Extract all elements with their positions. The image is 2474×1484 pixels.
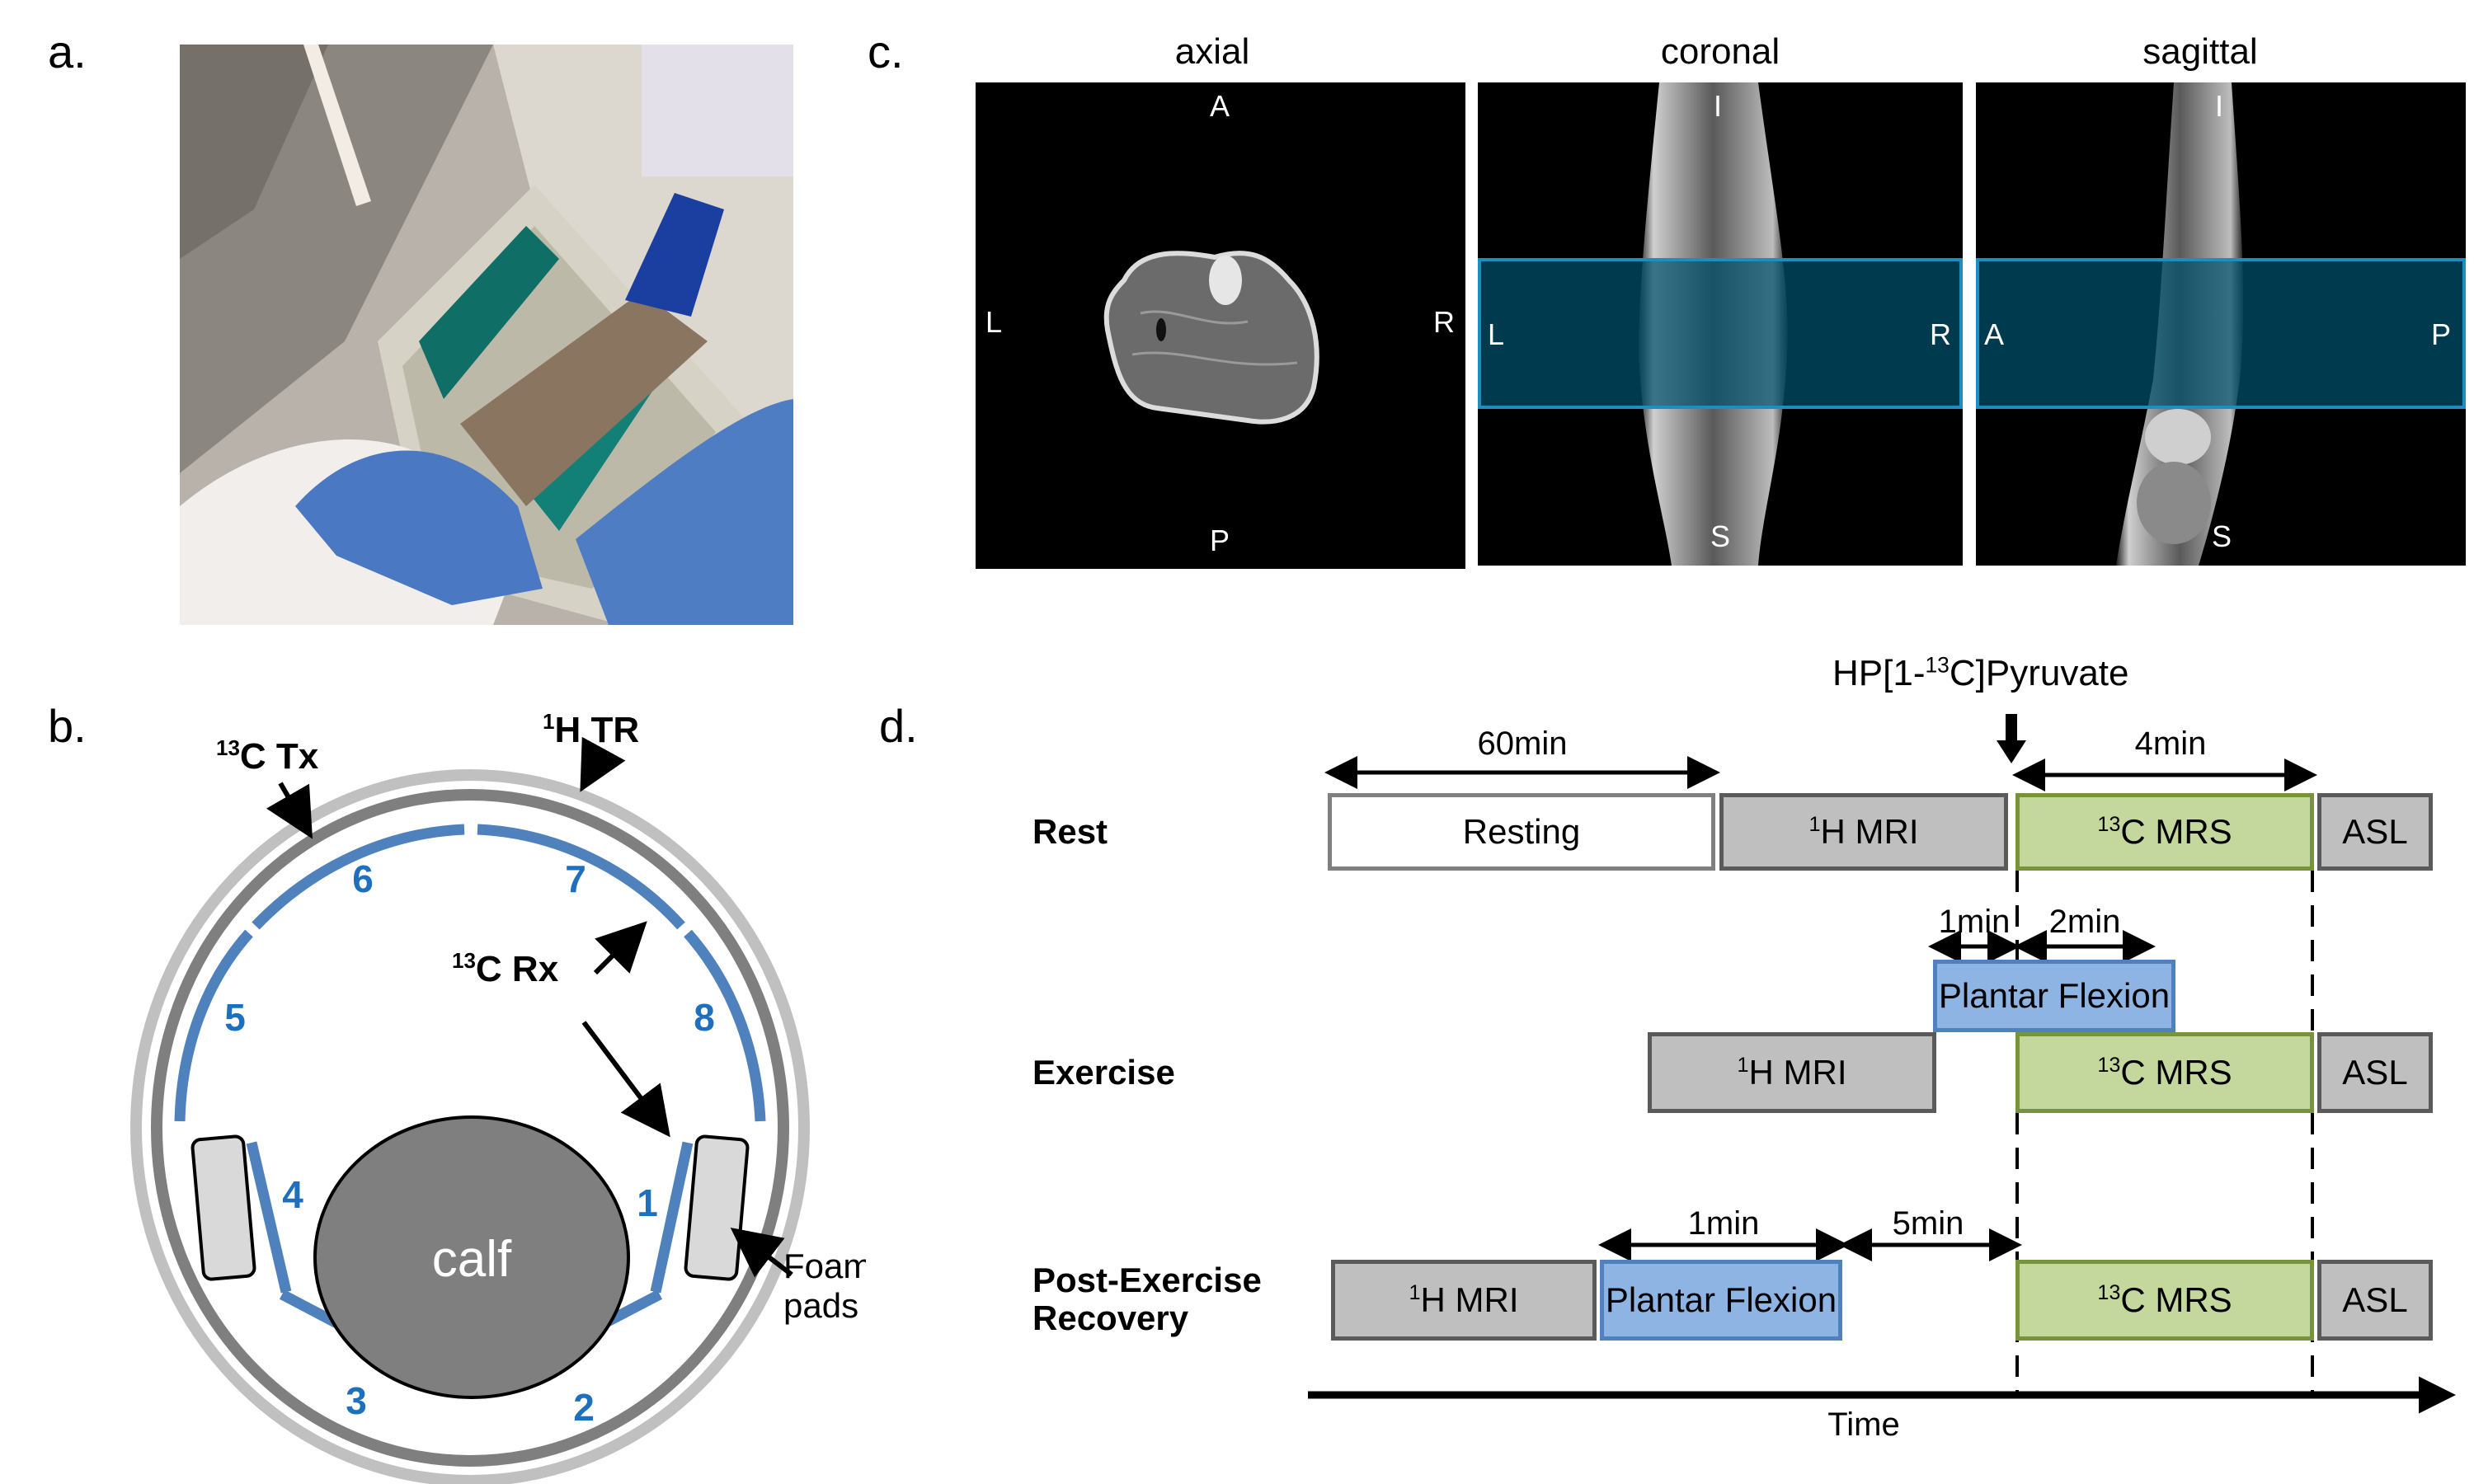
channel-number: 4	[282, 1173, 303, 1216]
duration-label: 60min	[1477, 726, 1568, 762]
view-title-axial: axial	[1174, 31, 1250, 72]
orient-right: P	[2431, 317, 2452, 351]
orient-top: I	[1714, 89, 1723, 123]
c13-tx-label: 13C Tx	[216, 735, 319, 777]
injection-arrow-shaft	[2006, 714, 2017, 742]
block-h1-mri: 1H MRI	[1648, 1032, 1936, 1113]
row-label-post-exercise: Post-Exercise Recovery	[1032, 1261, 1262, 1337]
view-title-coronal: coronal	[1660, 31, 1780, 72]
block-text: 1H MRI	[1737, 1053, 1847, 1092]
orient-bottom: S	[1710, 519, 1731, 553]
block-c13-mrs: 13C MRS	[2015, 1032, 2314, 1113]
channel-number: 5	[224, 996, 246, 1039]
rx-channel-6	[252, 824, 465, 930]
orient-top: I	[2215, 89, 2224, 123]
block-text: Plantar Flexion	[1938, 976, 2171, 1015]
scanner-photo	[180, 45, 793, 625]
c13-rx-label: 13C Rx	[452, 948, 559, 989]
channel-number: 7	[565, 857, 586, 900]
injection-arrow-head	[1997, 740, 2026, 763]
orient-top: A	[1210, 89, 1230, 123]
slab-overlay	[1478, 258, 1963, 409]
channel-number: 2	[573, 1386, 595, 1429]
h1-tr-coil-ring	[130, 769, 810, 1484]
time-axis-label: Time	[1827, 1407, 1900, 1443]
orient-right: R	[1930, 317, 1951, 351]
mri-axial: A P L R	[976, 82, 1465, 569]
axial-slice-image	[1103, 251, 1319, 425]
block-text: ASL	[2342, 812, 2408, 851]
orient-right: R	[1433, 305, 1455, 339]
injection-label-suffix: C]Pyruvate	[1949, 653, 2129, 693]
coil-diagram: calf 1 2 3 4 5 6 7 8 13C Tx 1H TR 13C Rx…	[130, 709, 866, 1484]
orient-bottom: P	[1210, 524, 1230, 557]
channel-number: 3	[346, 1379, 367, 1422]
injection-label: HP[1-13C]Pyruvate	[1832, 653, 2128, 694]
rx-channel-4	[246, 1141, 292, 1294]
block-text: ASL	[2342, 1280, 2408, 1319]
row-label-line: Post-Exercise	[1032, 1261, 1262, 1299]
channel-numbers: 1 2 3 4 5 6 7 8	[224, 857, 715, 1429]
block-text: 1H MRI	[1808, 812, 1919, 851]
mri-coronal: I S L R	[1478, 82, 1963, 566]
block-text: 13C MRS	[2097, 812, 2232, 851]
foam-pads-label: Foam pads	[783, 1247, 866, 1325]
block-c13-mrs: 13C MRS	[2015, 793, 2314, 871]
duration-label: 4min	[2134, 726, 2207, 762]
block-text: 13C MRS	[2097, 1280, 2232, 1319]
block-text: 1H MRI	[1409, 1280, 1519, 1319]
duration-label: 1min	[1687, 1205, 1760, 1242]
panel-c-label: c.	[868, 26, 904, 77]
block-text: ASL	[2342, 1053, 2408, 1092]
arrow-c13-rx-upper	[593, 921, 647, 975]
duration-label: 2min	[2048, 904, 2121, 940]
block-text: Resting	[1462, 812, 1581, 851]
injection-label-sup: 13	[1925, 652, 1950, 678]
rx-channels-upper	[174, 824, 766, 1122]
orient-left: L	[1488, 317, 1505, 351]
channel-number: 1	[637, 1181, 658, 1224]
rx-channel-5	[174, 929, 253, 1122]
view-title-sagittal: sagittal	[2142, 31, 2258, 72]
calf-cross-section	[313, 1115, 630, 1399]
arrow-foam-pad	[730, 1228, 793, 1278]
orient-left: L	[985, 305, 1003, 339]
orient-bottom: S	[2212, 519, 2232, 553]
row-label-line: Recovery	[1032, 1298, 1189, 1337]
foam-pad-left	[190, 1134, 256, 1281]
rx-channel-7	[477, 824, 685, 930]
arrow-h1-tr	[580, 736, 626, 792]
channel-number: 8	[694, 996, 715, 1039]
calf-label: calf	[432, 1231, 512, 1288]
panel-b-label: b.	[48, 700, 87, 752]
panel-d-label: d.	[879, 700, 918, 752]
orient-left: A	[1984, 317, 2005, 351]
arrow-c13-tx	[266, 782, 313, 839]
injection-label-prefix: HP[1-	[1832, 653, 1926, 693]
block-asl: ASL	[2317, 793, 2433, 871]
duration-label: 5min	[1892, 1205, 1964, 1242]
block-h1-mri: 1H MRI	[1331, 1260, 1597, 1341]
block-text: 13C MRS	[2097, 1053, 2232, 1092]
block-asl: ASL	[2317, 1032, 2433, 1113]
block-asl: ASL	[2317, 1260, 2433, 1341]
slab-overlay	[1976, 258, 2466, 409]
block-plantar-flexion: Plantar Flexion	[1933, 960, 2175, 1032]
block-plantar-flexion: Plantar Flexion	[1600, 1260, 1842, 1341]
block-h1-mri: 1H MRI	[1719, 793, 2008, 871]
c13-tx-coil-ring	[151, 789, 789, 1467]
rx-channel-1	[650, 1141, 694, 1294]
block-text: Plantar Flexion	[1605, 1280, 1837, 1319]
arrow-c13-rx-lower	[581, 1021, 670, 1138]
duration-label: 1min	[1938, 904, 2011, 940]
block-c13-mrs: 13C MRS	[2015, 1260, 2314, 1341]
scanner-photo-illustration	[180, 45, 793, 625]
channel-number: 6	[352, 857, 374, 900]
row-label-rest: Rest	[1032, 812, 1108, 851]
mri-sagittal: I S A P	[1976, 82, 2466, 566]
block-resting: Resting	[1328, 793, 1715, 871]
panel-a-label: a.	[48, 26, 87, 77]
row-label-exercise: Exercise	[1032, 1053, 1175, 1092]
rx-channel-8	[684, 929, 766, 1122]
